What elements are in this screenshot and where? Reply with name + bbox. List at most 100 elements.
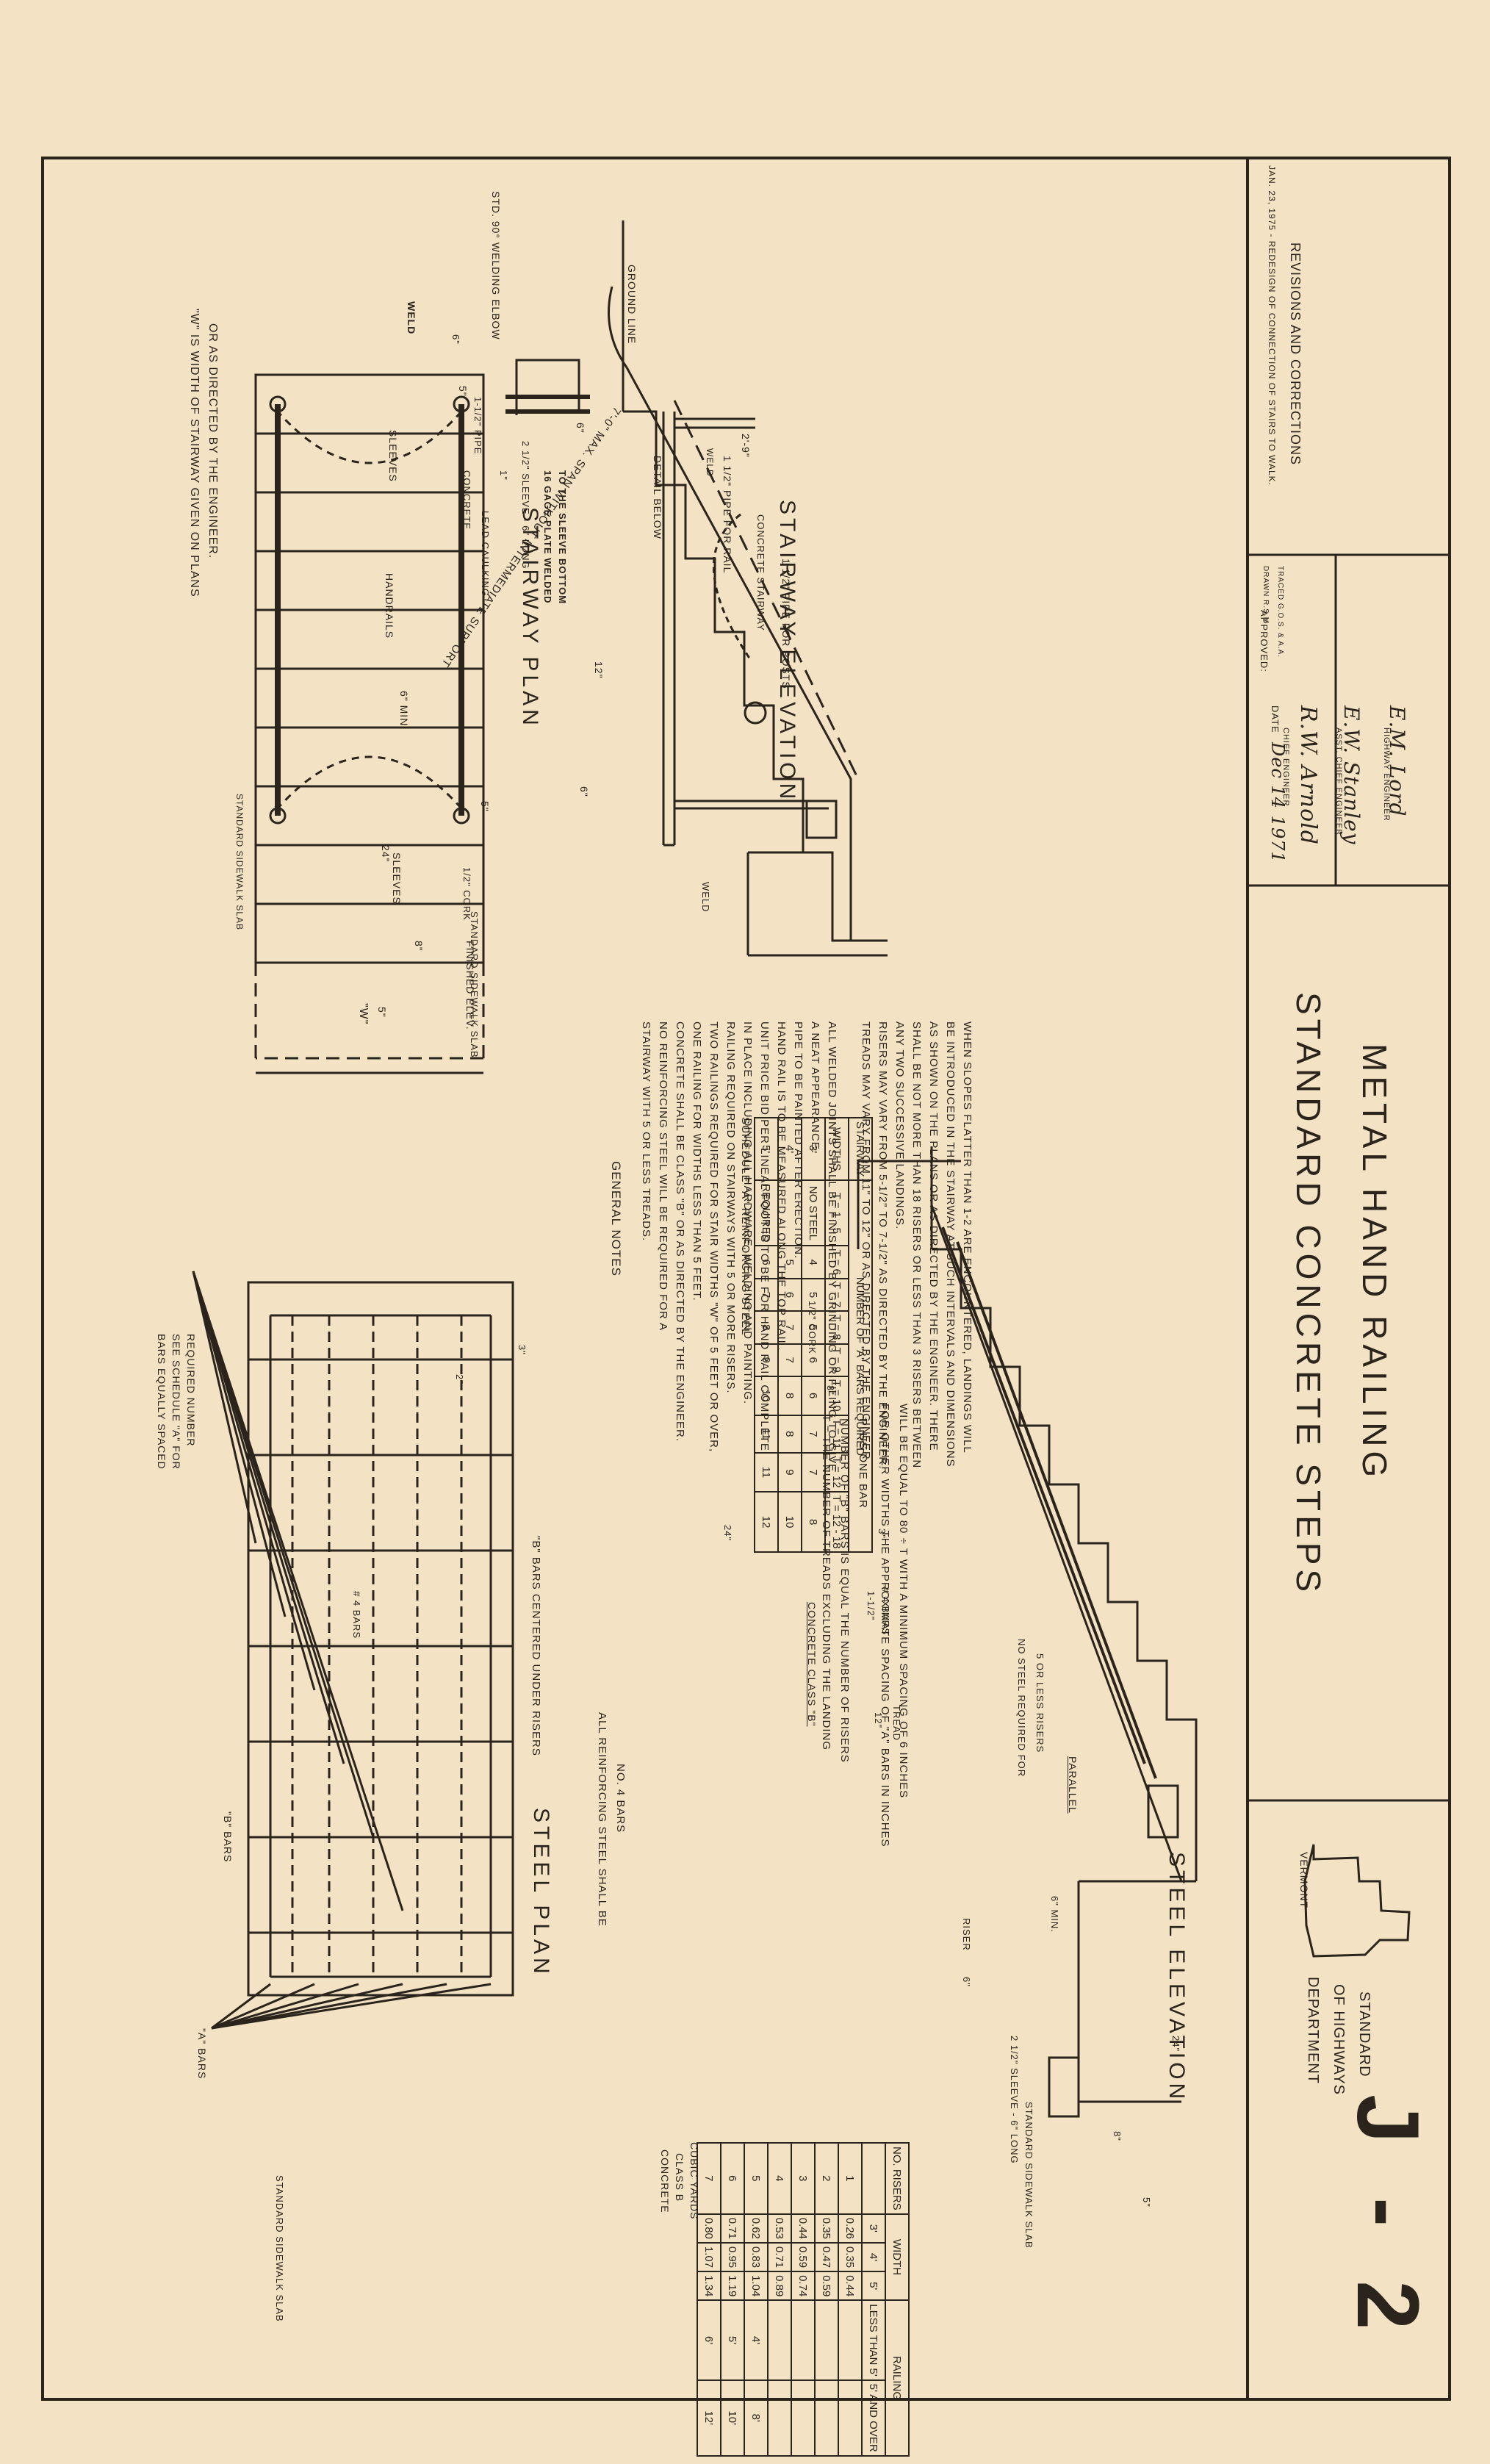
schedule-value-cell: 11 bbox=[755, 1453, 778, 1492]
sleeve-label: 2 1/2" SLEEVE - 6" LONG bbox=[520, 441, 531, 570]
concrete-col-width: WIDTH bbox=[885, 2213, 909, 2301]
steel-elevation-title: STEEL ELEVATION bbox=[1165, 1852, 1189, 2103]
vermont-outline-icon bbox=[1303, 1844, 1411, 1958]
concrete-cell: 2 bbox=[815, 2143, 838, 2214]
schedule-width-cell: 3' bbox=[802, 1118, 825, 1181]
general-note-line: RAILING REQUIRED ON STAIRWAYS WITH 5 OR … bbox=[724, 1021, 737, 1394]
schedule-note-1: T = THE NUMBER OF TREADS EXCLUDING THE L… bbox=[820, 1415, 832, 1751]
handrails-label: HANDRAILS bbox=[384, 573, 395, 639]
concrete-width-col: 4' bbox=[862, 2242, 885, 2272]
elev-sidewalk-slab: STANDARD SIDEWALK SLAB bbox=[469, 911, 480, 1058]
revisions-heading: REVISIONS AND CORRECTIONS bbox=[1288, 243, 1303, 466]
gage-plate-1: 16 GAGE PLATE WELDED bbox=[542, 470, 553, 604]
stairway-plan-lines bbox=[254, 373, 485, 1074]
schedule-value-cell: NO STEEL bbox=[802, 1180, 825, 1246]
concrete-width-col: 5' bbox=[862, 2271, 885, 2301]
title-line-2: METAL HAND RAILING bbox=[1356, 1044, 1394, 1482]
dim-24: 24" bbox=[380, 845, 392, 863]
all-reinforcing-2: NO. 4 BARS bbox=[614, 1764, 627, 1833]
steel-dim-8b: 8" bbox=[1112, 2131, 1123, 2141]
pipe-posts: 1 1/2" PIPE FOR POSTS bbox=[780, 558, 792, 689]
concrete-cell: 10' bbox=[721, 2379, 744, 2456]
concrete-cell: 0.44 bbox=[838, 2271, 862, 2301]
concrete-cell: 3 bbox=[791, 2143, 815, 2214]
pipe-rail: 1 1/2" PIPE FOR RAIL bbox=[721, 456, 733, 574]
plan-width-label: "W" bbox=[357, 1003, 370, 1025]
steel-dim-24b: 24" bbox=[1170, 2036, 1181, 2052]
general-note-line: ONE RAILING FOR WIDTHS LESS THAN 5 FEET. bbox=[691, 1021, 703, 1301]
all-reinforcing-1: ALL REINFORCING STEEL SHALL BE bbox=[596, 1712, 608, 1927]
steel-plan-dim-2: 2" bbox=[454, 1374, 465, 1384]
concrete-cell: 0.80 bbox=[697, 2213, 721, 2243]
tread-dim: 12" bbox=[873, 1712, 884, 1729]
traced-label: TRACED G.O.S. & A.A. bbox=[1276, 566, 1284, 658]
welding-elbow: STD. 90° WELDING ELBOW bbox=[490, 191, 502, 340]
steel-dim-24a: 24" bbox=[722, 1525, 733, 1542]
concrete-cell: 0.47 bbox=[815, 2242, 838, 2272]
tread-label: TREAD bbox=[891, 1705, 902, 1742]
b-bars-centered: "B" BARS CENTERED UNDER RISERS bbox=[530, 1536, 542, 1756]
bars-equally-1: BARS EQUALLY SPACED bbox=[156, 1334, 168, 1470]
agency-line-2: OF HIGHWAYS bbox=[1331, 1984, 1347, 2095]
concrete-cell: 0.26 bbox=[838, 2213, 862, 2243]
sheet-number: J - 2 bbox=[1339, 2094, 1437, 2345]
concrete-cell: 1.07 bbox=[697, 2242, 721, 2272]
schedule-value-cell: 5 bbox=[778, 1246, 802, 1279]
stairway-plan-note-2: OR AS DIRECTED BY THE ENGINEER. bbox=[206, 323, 219, 559]
steel-dim-5: 5" bbox=[1141, 2197, 1152, 2208]
schedule-value-cell: 9 bbox=[755, 1343, 778, 1376]
concrete-cell: 5' bbox=[721, 2300, 744, 2380]
no-steel-2: 5 OR LESS RISERS bbox=[1034, 1653, 1045, 1753]
schedule-a-title: SCHEDULE "A" REINFORCING STEEL bbox=[739, 1117, 752, 1336]
dim-6-detail: 6" bbox=[450, 334, 461, 345]
title-line-1: STANDARD CONCRETE STEPS bbox=[1289, 992, 1328, 1597]
concrete-col-less: LESS THAN 5' bbox=[862, 2300, 885, 2380]
general-note-line: STAIRWAY WITH 5 OR LESS TREADS. bbox=[640, 1021, 652, 1242]
schedule-value-cell: 7 bbox=[778, 1311, 802, 1344]
concrete-class-b: CONCRETE CLASS "B" bbox=[806, 1602, 818, 1727]
schedule-value-cell: REQUIRED bbox=[755, 1180, 778, 1246]
concrete-cell: 0.59 bbox=[815, 2271, 838, 2301]
schedule-note-2: NUMBER OF "B" BARS IS EQUAL THE NUMBER O… bbox=[838, 1418, 851, 1763]
steel-dim-3: 3" bbox=[877, 1529, 888, 1539]
steel-plan-dim-3: 3" bbox=[517, 1345, 528, 1355]
no4-bars-plan: # 4 BARS bbox=[351, 1591, 362, 1639]
concrete-blank bbox=[862, 2143, 885, 2214]
weld-circle: WELD bbox=[700, 882, 711, 913]
schedule-col-stairway: STAIRWAY bbox=[849, 1118, 872, 1181]
steel-plan-title: STEEL PLAN bbox=[529, 1808, 553, 1978]
schedule-value-cell: 6 bbox=[755, 1246, 778, 1279]
asst-chief-engineer: ASST. CHIEF ENGINEER bbox=[1334, 728, 1343, 836]
dim-6-elbow: 6" bbox=[575, 423, 586, 434]
revision-note: JAN. 23, 1975 - REDESIGN OF CONNECTION O… bbox=[1267, 165, 1277, 486]
pipe-1-5: 1-1/2" PIPE bbox=[472, 397, 483, 455]
gage-plate-2: TO THE SLEEVE BOTTOM bbox=[557, 470, 568, 605]
general-notes-heading: GENERAL NOTES bbox=[609, 1161, 623, 1276]
schedule-t-col: T = 6 bbox=[825, 1246, 849, 1279]
steel-elevation-lines bbox=[857, 1146, 1198, 2118]
steel-plan-lines bbox=[192, 1271, 514, 2030]
ground-line: GROUND LINE bbox=[626, 265, 638, 345]
schedule-value-cell: 6 bbox=[802, 1376, 825, 1415]
schedule-width-cell: 5' bbox=[755, 1118, 778, 1181]
steel-sleeve: 2 1/2" SLEEVE - 6" LONG bbox=[1009, 2036, 1020, 2164]
stairway-elevation-lines bbox=[608, 220, 888, 957]
concrete-cell bbox=[838, 2379, 862, 2456]
drawn-label: DRAWN R.S.M. bbox=[1262, 566, 1270, 627]
schedule-t-col: T = 10 bbox=[825, 1376, 849, 1415]
concrete-cell: 7 bbox=[697, 2143, 721, 2214]
general-note-line: NO REINFORCING STEEL WILL BE REQUIRED FO… bbox=[657, 1021, 669, 1332]
concrete-table-title-2: CLASS B bbox=[674, 2153, 685, 2202]
sheet-border bbox=[41, 157, 1451, 2401]
concrete-col-railing: RAILING bbox=[885, 2300, 909, 2456]
concrete-cell: 1.04 bbox=[744, 2271, 768, 2301]
schedule-t-col: T = 8 bbox=[825, 1311, 849, 1344]
concrete-cell: 5 bbox=[744, 2143, 768, 2214]
schedule-value-cell: 12 bbox=[755, 1491, 778, 1553]
concrete-cell: 0.35 bbox=[838, 2242, 862, 2272]
